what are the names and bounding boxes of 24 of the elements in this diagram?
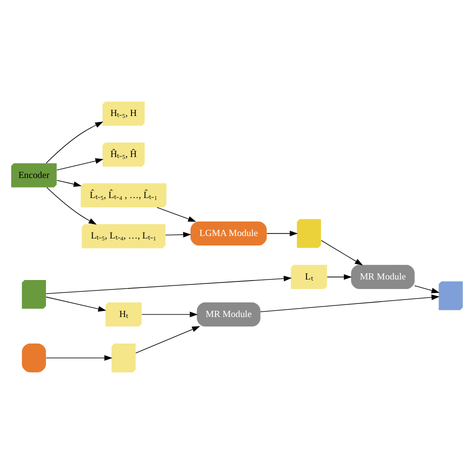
arrow <box>320 240 363 266</box>
arrow <box>260 294 440 312</box>
arrow <box>46 296 106 312</box>
node-box <box>438 281 463 310</box>
arrow <box>156 207 196 222</box>
arrow <box>56 158 104 170</box>
arrow <box>56 180 82 187</box>
arrow <box>266 230 298 236</box>
node-box <box>22 280 46 309</box>
node-box: LGMA Module <box>190 221 267 246</box>
arrow <box>46 122 104 164</box>
arrow <box>326 274 352 280</box>
arrow <box>414 285 440 294</box>
arrow <box>142 312 198 318</box>
node-box <box>22 344 46 372</box>
arrow <box>165 232 192 238</box>
arrow <box>46 187 97 225</box>
arrow <box>46 355 112 361</box>
arrow <box>135 326 200 354</box>
node-box: MR Module <box>351 264 415 290</box>
node-box <box>296 219 321 248</box>
node-box: MR Module <box>196 302 260 326</box>
node-box <box>112 344 136 372</box>
arrow <box>46 276 292 294</box>
